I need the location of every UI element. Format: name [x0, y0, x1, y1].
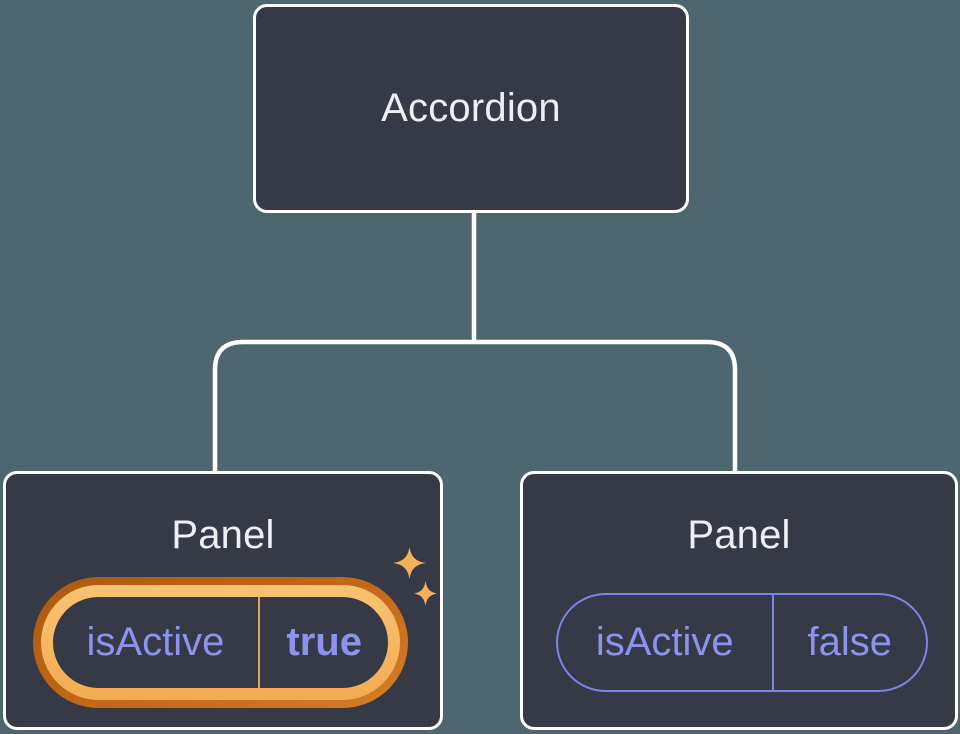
- state-pill-inactive: isActive false: [556, 593, 928, 692]
- state-name-label: isActive: [86, 620, 225, 664]
- panel-node-title: Panel: [687, 513, 791, 557]
- accordion-node: Accordion: [253, 4, 689, 213]
- state-value-label: true: [286, 620, 362, 664]
- panel-node-active: Panel isActive true: [3, 471, 443, 730]
- state-pill-divider: [771, 595, 774, 690]
- state-pill-active: isActive true: [33, 577, 408, 708]
- panel-node-title: Panel: [171, 513, 275, 557]
- state-pill-divider: [257, 597, 261, 688]
- state-pill-active-body: isActive true: [53, 597, 388, 688]
- panel-node-inactive: Panel isActive false: [520, 471, 958, 730]
- state-name-label: isActive: [595, 620, 734, 664]
- state-value-label: false: [807, 620, 893, 664]
- state-pill-active-ring: isActive true: [41, 585, 400, 700]
- sparkles-icon: [393, 547, 437, 606]
- accordion-node-title: Accordion: [381, 86, 561, 130]
